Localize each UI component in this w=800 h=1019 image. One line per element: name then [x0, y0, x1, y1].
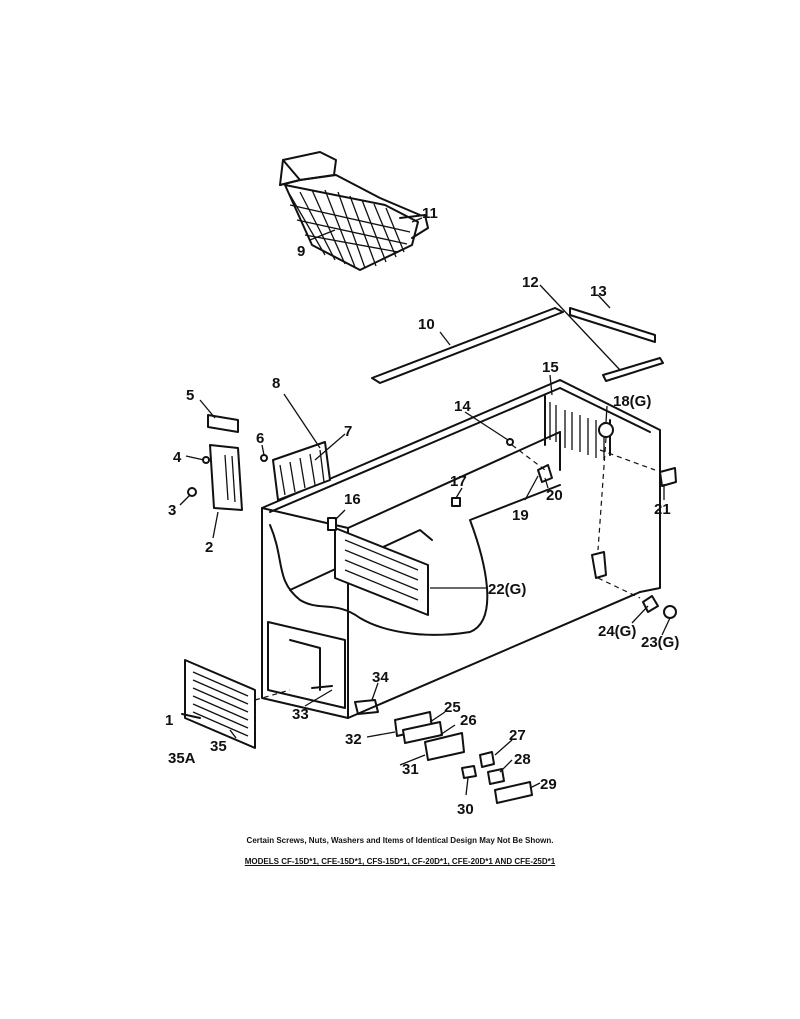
wire-basket [279, 151, 429, 271]
control-parts [311, 685, 533, 804]
callout-3: 3 [168, 502, 176, 519]
callout-28: 28 [514, 751, 531, 768]
callout-27: 27 [509, 727, 526, 744]
callout-1: 1 [165, 712, 173, 729]
callout-20: 20 [546, 487, 563, 504]
callout-22: 22(G) [488, 581, 526, 598]
callout-26: 26 [460, 712, 477, 729]
callout-labels: 1 2 3 4 5 6 7 8 9 10 11 12 13 14 15 16 1… [165, 205, 679, 818]
condenser-assembly [187, 414, 331, 511]
callout-7: 7 [344, 423, 352, 440]
callout-19: 19 [512, 507, 529, 524]
callout-5: 5 [186, 387, 194, 404]
callout-18: 18(G) [613, 393, 651, 410]
callout-4: 4 [173, 449, 182, 466]
callout-15: 15 [542, 359, 559, 376]
callout-16: 16 [344, 491, 361, 508]
callout-9: 9 [297, 243, 305, 260]
callout-21: 21 [654, 501, 671, 518]
callout-24: 24(G) [598, 623, 636, 640]
callout-29: 29 [540, 776, 557, 793]
model-list-text: MODELS CF-15D*1, CFE-15D*1, CFS-15D*1, C… [244, 857, 556, 866]
callout-31: 31 [402, 761, 419, 778]
lid-trim-strips [371, 307, 664, 384]
callout-17: 17 [450, 473, 467, 490]
callout-13: 13 [590, 283, 607, 300]
front-grille [181, 659, 291, 749]
callout-2: 2 [205, 539, 213, 556]
model-list: MODELS CF-15D*1, CFE-15D*1, CFS-15D*1, C… [0, 857, 800, 866]
disclaimer-note: Certain Screws, Nuts, Washers and Items … [246, 836, 554, 845]
callout-35a: 35A [168, 750, 196, 767]
callout-23: 23(G) [641, 634, 679, 651]
callout-25: 25 [444, 699, 461, 716]
callout-35: 35 [210, 738, 227, 755]
callout-6: 6 [256, 430, 264, 447]
leader-lines [179, 217, 671, 796]
callout-33: 33 [292, 706, 309, 723]
freezer-cabinet [261, 379, 677, 719]
callout-34: 34 [372, 669, 389, 686]
callout-30: 30 [457, 801, 474, 818]
callout-32: 32 [345, 731, 362, 748]
callout-10: 10 [418, 316, 435, 333]
callout-8: 8 [272, 375, 280, 392]
callout-14: 14 [454, 398, 471, 415]
callout-11: 11 [422, 205, 438, 222]
callout-12: 12 [522, 274, 539, 291]
